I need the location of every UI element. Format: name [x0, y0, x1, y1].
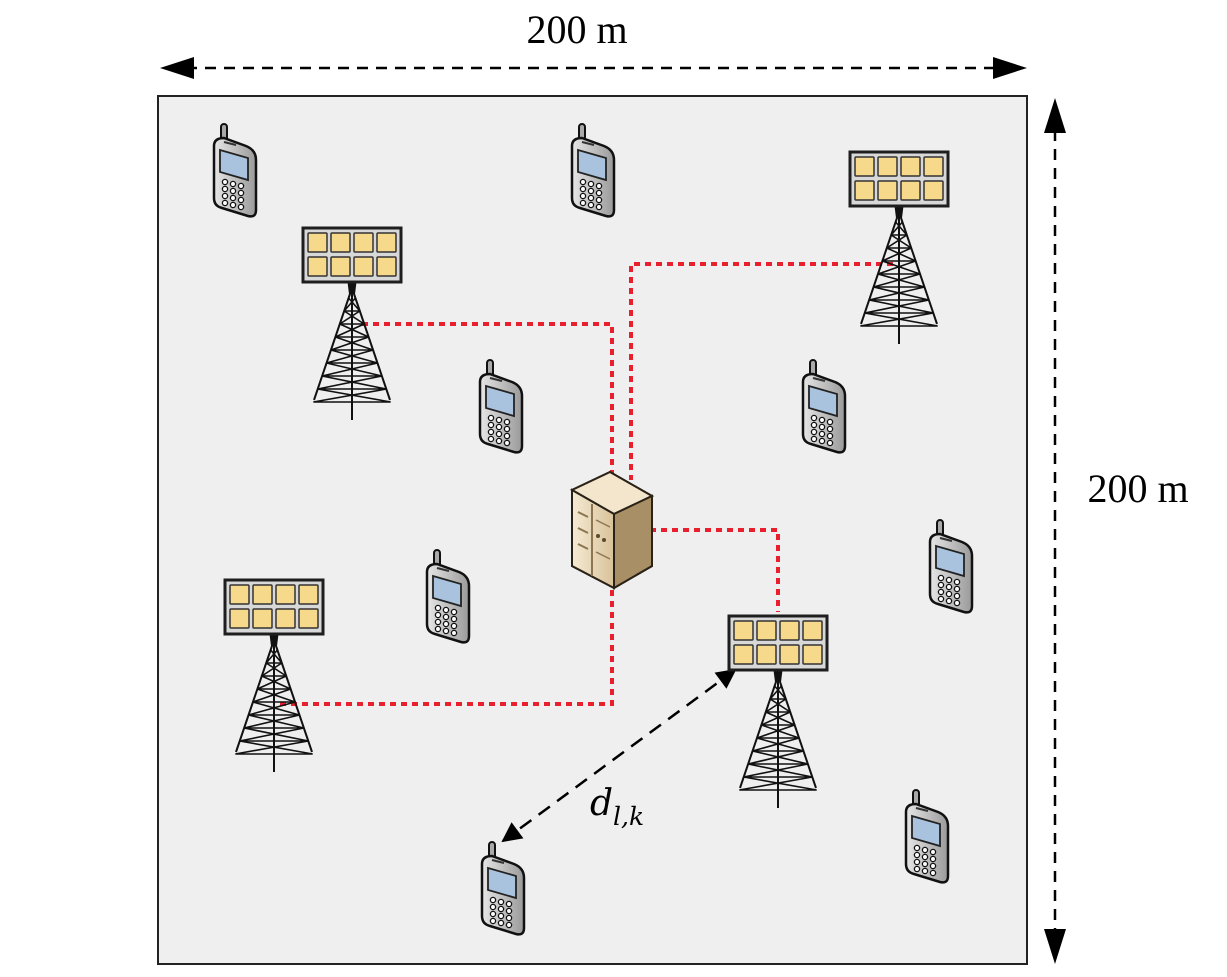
distance-indicator: dl,k [501, 668, 737, 843]
user-equipment-ue5 [425, 549, 471, 644]
central-server [569, 470, 655, 590]
antenna-tower-icon [848, 150, 950, 344]
antenna-tower-icon [301, 226, 403, 420]
height-arrow-bottom [1044, 929, 1066, 964]
mobile-phone-icon [570, 123, 616, 218]
mobile-phone-icon [478, 359, 524, 454]
user-equipment-ue7 [904, 789, 950, 884]
width-dimension: 200 m [160, 7, 1027, 79]
mobile-phone-icon [480, 841, 526, 936]
server-cabinet-icon [569, 470, 655, 590]
mobile-phone-icon [904, 789, 950, 884]
width-arrow-right [993, 57, 1027, 79]
user-equipment-ue4 [801, 359, 847, 454]
access-point-ap3 [223, 578, 325, 772]
antenna-tower-icon [727, 614, 829, 808]
width-arrow-left [160, 57, 194, 79]
access-point-ap4 [727, 614, 829, 808]
distance-label: dl,k [590, 783, 644, 831]
height-arrow-top [1044, 98, 1066, 133]
height-dimension: 200 m [1044, 98, 1189, 964]
user-equipment-ue3 [478, 359, 524, 454]
width-label: 200 m [526, 7, 627, 52]
access-point-ap2 [848, 150, 950, 344]
distance-line [501, 668, 737, 843]
user-equipment-ue2 [570, 123, 616, 218]
mobile-phone-icon [801, 359, 847, 454]
fronthaul-link-ap1 [362, 322, 614, 480]
access-point-ap1 [301, 226, 403, 420]
distance-subscript: l,k [613, 802, 644, 831]
height-label: 200 m [1087, 466, 1188, 511]
mobile-phone-icon [425, 549, 471, 644]
user-equipment-ue6 [928, 519, 974, 614]
mobile-phone-icon [928, 519, 974, 614]
user-equipment-ue1 [212, 123, 258, 218]
user-equipment-ue8 [480, 841, 526, 936]
mobile-phone-icon [212, 123, 258, 218]
distance-symbol: d [590, 783, 613, 824]
antenna-tower-icon [223, 578, 325, 772]
